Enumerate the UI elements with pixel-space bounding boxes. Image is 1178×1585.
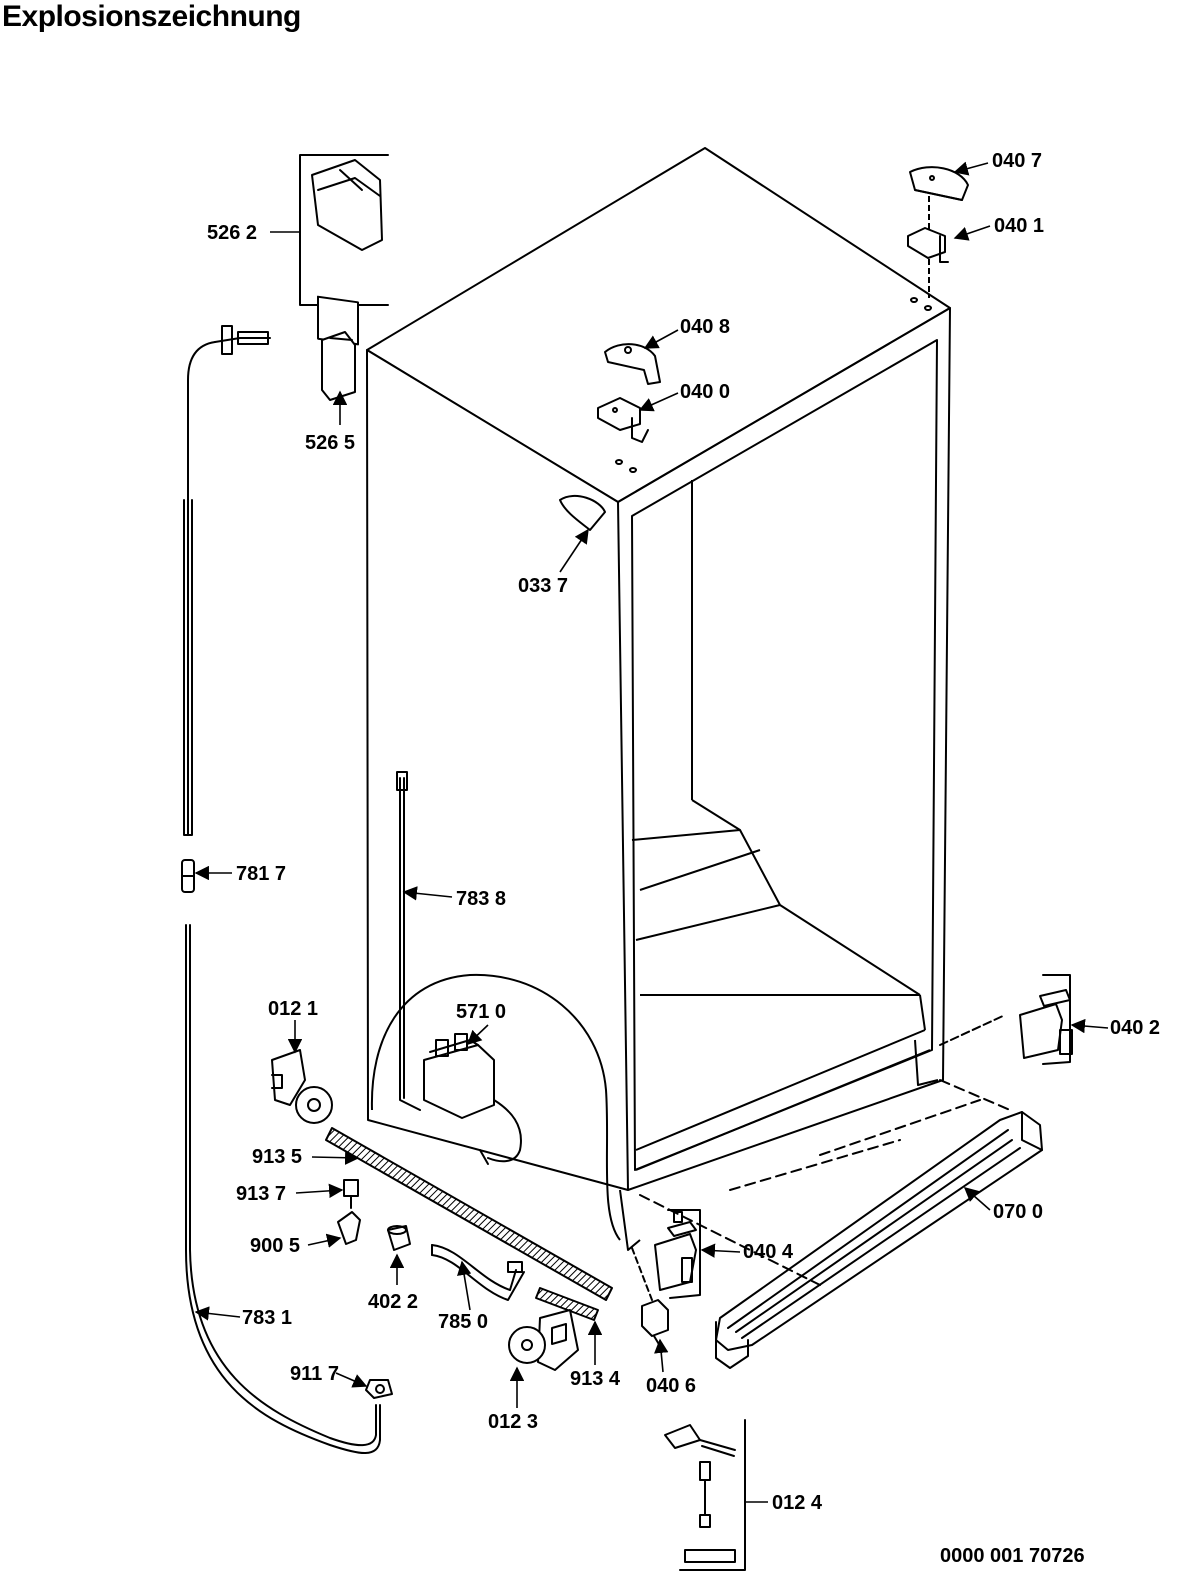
- label-913-5: 913 5: [252, 1146, 302, 1168]
- label-033-7: 033 7: [518, 575, 568, 597]
- part-911-7-nut: [365, 1379, 393, 1399]
- part-040-1-hinge: [907, 227, 949, 263]
- cabinet: [366, 147, 951, 1251]
- label-040-7: 040 7: [992, 150, 1042, 172]
- label-012-4: 012 4: [772, 1492, 823, 1514]
- page-title: Explosionszeichnung: [2, 0, 301, 33]
- label-040-1: 040 1: [994, 215, 1044, 237]
- part-900-5-clip: [337, 1211, 361, 1245]
- label-526-2: 526 2: [207, 222, 257, 244]
- part-526-2-control-box: [299, 154, 389, 346]
- label-040-4: 040 4: [743, 1241, 794, 1263]
- part-781-7-connector: [181, 859, 195, 893]
- part-040-8-hinge-cover: [604, 343, 661, 385]
- cabinet-front-frame: [617, 307, 951, 1191]
- part-402-2-cap: [387, 1225, 411, 1251]
- label-783-8: 783 8: [456, 888, 506, 910]
- part-783-1-rod-upper: [183, 325, 271, 836]
- part-785-0-hose: [431, 1244, 525, 1301]
- label-526-5: 526 5: [305, 432, 355, 454]
- part-012-3-roller-bracket: [508, 1309, 579, 1371]
- label-040-2: 040 2: [1110, 1017, 1160, 1039]
- label-911-7: 911 7: [290, 1363, 339, 1385]
- part-040-0-hinge: [597, 397, 649, 443]
- part-913-5-threaded-rod: [325, 1127, 613, 1301]
- part-783-8-sensor-rod: [396, 771, 421, 1111]
- label-012-1: 012 1: [268, 998, 318, 1020]
- part-913-7-screw: [343, 1179, 359, 1209]
- label-913-4: 913 4: [570, 1368, 621, 1390]
- label-070-0: 070 0: [993, 1201, 1043, 1223]
- document-number: 0000 001 70726: [940, 1545, 1085, 1567]
- label-783-1: 783 1: [242, 1307, 292, 1329]
- part-040-7-hinge-cover: [909, 166, 969, 201]
- part-070-0-base-grille: [639, 1079, 1043, 1369]
- part-913-4-screw: [535, 1287, 599, 1321]
- label-913-7: 913 7: [236, 1183, 286, 1205]
- label-040-6: 040 6: [646, 1375, 696, 1397]
- label-785-0: 785 0: [438, 1311, 488, 1333]
- part-labels: 526 2 526 5 040 7 040 1 040 8 040 0 033 …: [207, 150, 1160, 1514]
- label-402-2: 402 2: [368, 1291, 418, 1313]
- part-012-4-tool: [664, 1419, 746, 1571]
- label-040-8: 040 8: [680, 316, 730, 338]
- label-571-0: 571 0: [456, 1001, 506, 1023]
- label-900-5: 900 5: [250, 1235, 300, 1257]
- leader-lines: [194, 161, 1109, 1503]
- part-040-6-bracket: [631, 1247, 669, 1347]
- part-526-5-plate: [321, 331, 356, 401]
- part-033-7-handle: [559, 494, 606, 531]
- part-040-2-hinge-bracket: [939, 974, 1073, 1065]
- label-012-3: 012 3: [488, 1411, 538, 1433]
- part-040-4-hinge-bracket: [654, 1209, 701, 1299]
- part-012-1-roller: [271, 1049, 333, 1124]
- label-781-7: 781 7: [236, 863, 286, 885]
- label-040-0: 040 0: [680, 381, 730, 403]
- compressor-compartment: [370, 973, 621, 1241]
